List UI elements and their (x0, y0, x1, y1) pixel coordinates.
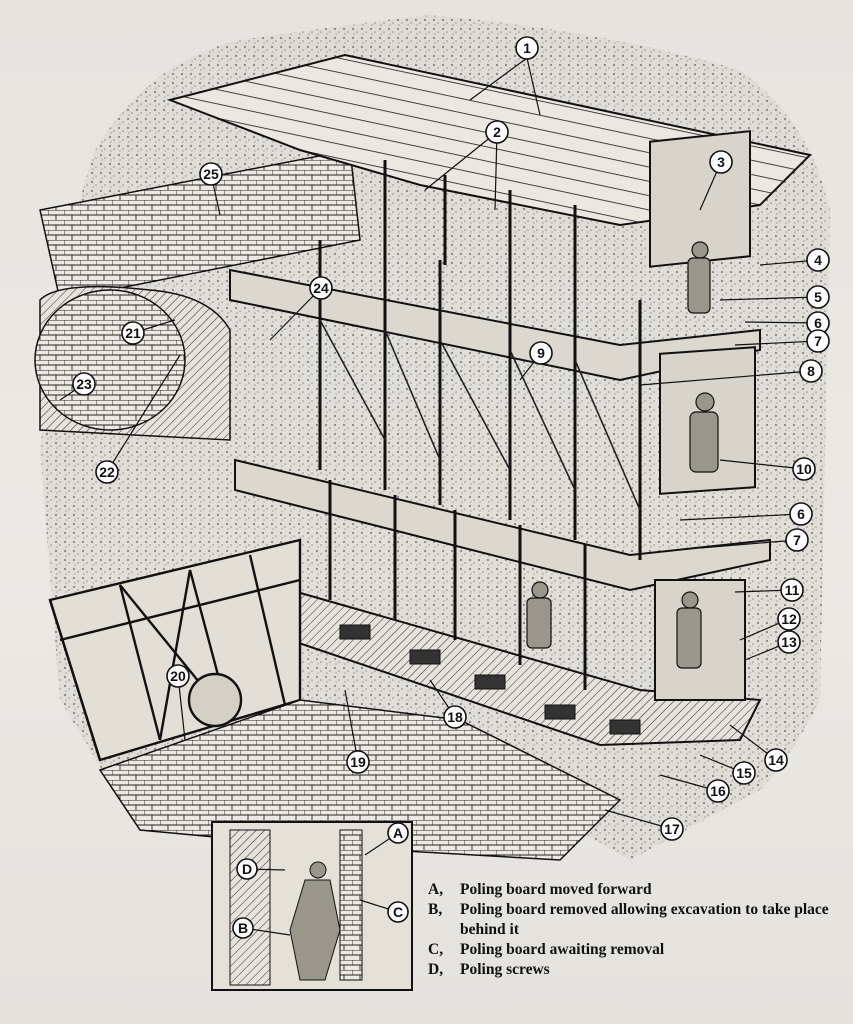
svg-text:7: 7 (814, 333, 822, 349)
svg-text:15: 15 (736, 765, 752, 781)
svg-text:4: 4 (814, 252, 822, 268)
callout-20: 20 (166, 664, 190, 688)
svg-text:19: 19 (350, 754, 366, 770)
legend-item-a: A, Poling board moved forward (428, 880, 838, 900)
inset-poling-detail (211, 821, 413, 991)
base-jacks (339, 624, 641, 735)
legend-key: D, (428, 961, 444, 978)
inset-legend: A, Poling board moved forward B, Poling … (428, 880, 838, 980)
svg-text:16: 16 (710, 783, 726, 799)
callout-1: 1 (515, 36, 539, 60)
legend-item-d: D, Poling screws (428, 960, 838, 980)
callout-19: 19 (346, 750, 370, 774)
svg-text:6: 6 (797, 506, 805, 522)
legend-item-c: C, Poling board awaiting removal (428, 940, 838, 960)
callout-3: 3 (709, 150, 733, 174)
callout-7-lower: 7 (785, 528, 809, 552)
inset-callout-B: B (232, 917, 254, 939)
svg-text:5: 5 (814, 289, 822, 305)
svg-text:9: 9 (537, 345, 545, 361)
gantry-wagon (48, 538, 302, 762)
svg-text:3: 3 (717, 154, 725, 170)
svg-text:1: 1 (523, 40, 531, 56)
brick-floor (98, 699, 622, 861)
inset-callout-C: C (387, 901, 409, 923)
svg-text:13: 13 (781, 634, 797, 650)
svg-text:17: 17 (664, 821, 680, 837)
legend-key: C, (428, 941, 444, 958)
svg-text:6: 6 (814, 315, 822, 331)
inset-callout-A: A (387, 822, 409, 844)
svg-text:21: 21 (125, 325, 141, 341)
shield-struts (318, 160, 642, 690)
svg-text:10: 10 (796, 461, 812, 477)
brick-lining-top (39, 149, 361, 301)
callout-11: 11 (780, 578, 804, 602)
callout-23: 23 (72, 372, 96, 396)
svg-text:22: 22 (99, 464, 115, 480)
callout-8: 8 (799, 359, 823, 383)
workmen (526, 241, 719, 669)
callout-12: 12 (777, 607, 801, 631)
callout-16: 16 (706, 779, 730, 803)
svg-text:11: 11 (785, 582, 800, 598)
callout-4: 4 (806, 248, 830, 272)
legend-key: A, (428, 881, 444, 898)
svg-text:B: B (238, 920, 248, 936)
legend-key: B, (428, 901, 443, 918)
svg-text:D: D (242, 861, 252, 877)
legend-text: Poling board moved forward (460, 881, 652, 898)
svg-text:25: 25 (203, 166, 219, 182)
svg-text:24: 24 (313, 280, 329, 296)
svg-text:12: 12 (781, 611, 797, 627)
svg-text:8: 8 (807, 363, 815, 379)
callout-17: 17 (660, 817, 684, 841)
legend-item-b: B, Poling board removed allowing excavat… (428, 900, 838, 940)
callout-2: 2 (485, 120, 509, 144)
svg-text:7: 7 (793, 532, 801, 548)
shield-frame (229, 268, 771, 747)
shield-bracing (319, 319, 641, 511)
callout-9: 9 (529, 341, 553, 365)
callout-13: 13 (777, 630, 801, 654)
callout-25: 25 (199, 162, 223, 186)
legend-text: Poling board removed allowing excavation… (460, 901, 829, 938)
callout-24: 24 (309, 276, 333, 300)
callout-7-upper: 7 (806, 329, 830, 353)
svg-text:23: 23 (76, 376, 92, 392)
callout-21: 21 (121, 321, 145, 345)
callout-14: 14 (764, 748, 788, 772)
callouts: 1 2 3 4 5 6 7 8 9 10 6 7 11 12 13 14 15 … (72, 36, 830, 939)
svg-text:C: C (393, 904, 403, 920)
callout-10: 10 (792, 457, 816, 481)
svg-text:20: 20 (170, 668, 186, 684)
callout-5: 5 (806, 285, 830, 309)
callout-22: 22 (95, 460, 119, 484)
legend-text: Poling board awaiting removal (460, 941, 665, 958)
svg-text:14: 14 (768, 752, 784, 768)
legend-text: Poling screws (460, 961, 550, 978)
svg-text:A: A (393, 825, 403, 841)
svg-text:18: 18 (447, 709, 463, 725)
callout-15: 15 (732, 761, 756, 785)
svg-text:2: 2 (493, 124, 501, 140)
inset-callout-D: D (236, 858, 258, 880)
callout-6-lower: 6 (789, 502, 813, 526)
callout-18: 18 (443, 705, 467, 729)
